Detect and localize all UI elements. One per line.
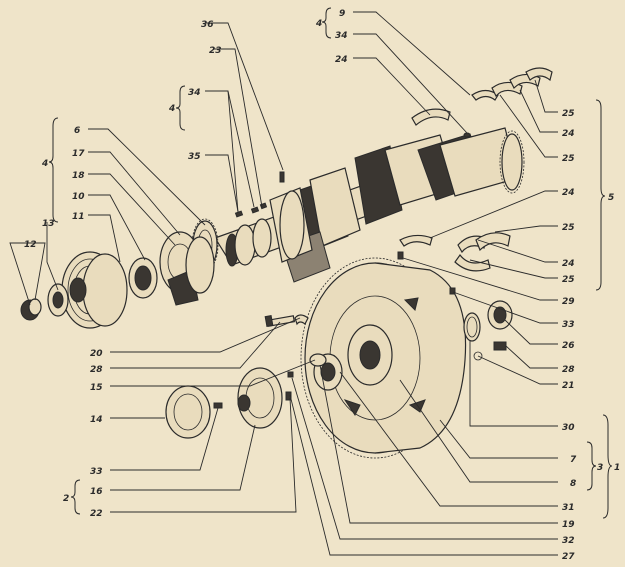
crankshaft [214,127,519,283]
label-5: 5 [608,193,614,203]
label-28-a: 28 [562,365,575,375]
label-11: 11 [72,212,85,222]
label-34-b: 34 [335,31,348,41]
label-25-a: 25 [562,109,575,119]
leader-lines [9,11,558,556]
label-25-c: 25 [562,223,575,233]
label-2: 2 [63,494,69,504]
label-36: 36 [201,20,214,30]
group-braces [48,7,613,519]
flange-and-hub [237,353,343,429]
label-32: 32 [562,536,575,546]
label-4-c: 4 [315,19,322,29]
label-24-b: 24 [562,129,575,139]
label-15: 15 [90,383,103,393]
label-29: 29 [562,297,575,307]
label-13: 13 [42,219,55,229]
label-35: 35 [188,152,201,162]
label-21: 21 [562,381,575,391]
label-4-a: 4 [168,104,175,114]
washer-and-bolt [20,283,69,321]
label-33-b: 33 [90,467,103,477]
label-31: 31 [562,503,575,513]
front-seal [128,257,158,299]
crank-pulley [61,251,128,329]
label-25-b: 25 [562,154,575,164]
bearing-shells-lower [399,232,511,272]
label-19: 19 [562,520,575,530]
label-16: 16 [90,487,103,497]
label-28-b: 28 [90,365,103,375]
label-24-a: 24 [335,55,348,65]
label-7: 7 [570,455,577,465]
label-4-b: 4 [41,159,48,169]
flywheel-small-parts [397,251,513,361]
label-25-d: 25 [562,275,575,285]
label-20: 20 [90,349,103,359]
label-18: 18 [72,171,85,181]
label-10: 10 [72,192,85,202]
label-22: 22 [90,509,103,519]
label-6: 6 [74,126,80,136]
flywheel [300,257,467,459]
label-24-c: 24 [562,188,575,198]
label-9: 9 [339,9,345,19]
label-27: 27 [562,552,575,562]
label-23: 23 [209,46,222,56]
label-33-a: 33 [562,320,575,330]
label-24-d: 24 [562,259,575,269]
label-3: 3 [597,463,603,473]
rear-seal [165,385,211,439]
label-34-a: 34 [188,88,201,98]
keys-and-pins [234,171,285,218]
label-12: 12 [24,240,37,250]
label-30: 30 [562,423,575,433]
label-17: 17 [72,149,85,159]
front-hub [159,231,215,306]
label-26: 26 [562,341,575,351]
label-14: 14 [90,415,103,425]
label-1: 1 [614,463,620,473]
bearing-shells-upper [411,67,553,138]
callout-labels: 36 23 4 34 35 6 17 18 10 11 4 13 12 4 9 … [24,9,620,562]
label-8: 8 [570,479,576,489]
rear-gear-rim [499,130,525,194]
